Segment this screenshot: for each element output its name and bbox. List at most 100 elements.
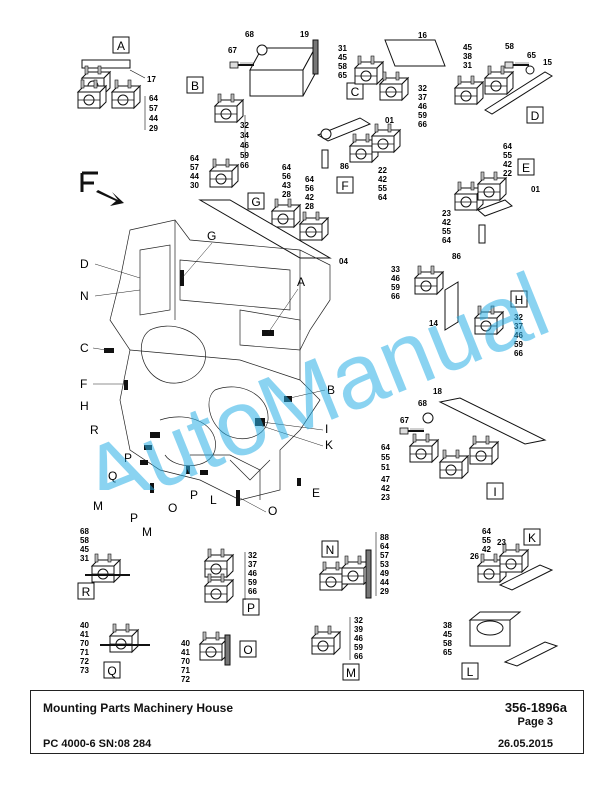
svg-text:18: 18 [433,387,442,396]
svg-text:57: 57 [380,551,389,560]
frame-labels: G A D N C F H R B I K P Q M P O P L O E … [80,229,335,539]
svg-text:37: 37 [248,560,257,569]
front-direction-arrow [80,171,124,206]
svg-text:56: 56 [282,172,291,181]
svg-text:34: 34 [240,131,249,140]
svg-text:57: 57 [190,163,199,172]
svg-text:D: D [80,257,89,271]
svg-text:B: B [191,79,199,93]
svg-text:71: 71 [80,648,89,657]
svg-text:L: L [210,493,217,507]
svg-text:32: 32 [248,551,257,560]
svg-text:88: 88 [380,533,389,542]
svg-text:55: 55 [378,184,387,193]
svg-text:M: M [346,666,356,680]
svg-text:49: 49 [380,569,389,578]
svg-text:R: R [82,585,91,599]
svg-text:D: D [531,109,540,123]
svg-text:I: I [325,422,328,436]
svg-text:38: 38 [443,621,452,630]
detail-o: O 40 41 70 71 72 [181,631,257,684]
svg-text:P: P [130,511,138,525]
detail-l: L 38 45 58 65 [443,611,559,680]
svg-text:40: 40 [80,621,89,630]
svg-text:44: 44 [190,172,199,181]
detail-i: I 18 68 67 64 55 51 47 42 23 [381,387,547,502]
svg-text:37: 37 [418,93,427,102]
svg-text:Q: Q [108,469,117,483]
svg-text:58: 58 [443,639,452,648]
svg-text:P: P [124,451,132,465]
svg-text:64: 64 [305,175,314,184]
svg-text:47: 47 [381,475,390,484]
svg-text:45: 45 [338,53,347,62]
svg-text:68: 68 [418,399,427,408]
svg-text:65: 65 [338,71,347,80]
svg-text:29: 29 [149,124,158,133]
detail-m: M 32 39 46 59 66 [311,616,363,681]
svg-text:I: I [493,485,496,499]
svg-text:38: 38 [463,52,472,61]
svg-text:65: 65 [443,648,452,657]
parts-drawing: A 17 64 57 44 29 B 68 67 19 32 34 46 59 … [77,30,559,684]
svg-text:45: 45 [463,43,472,52]
svg-text:45: 45 [443,630,452,639]
svg-text:53: 53 [380,560,389,569]
svg-text:64: 64 [190,154,199,163]
svg-text:55: 55 [381,453,390,462]
title-block: Mounting Parts Machinery House 356-1896a… [30,690,584,754]
svg-text:F: F [80,377,87,391]
svg-text:64: 64 [503,142,512,151]
detail-p: P 32 37 46 59 66 [204,548,260,616]
svg-text:16: 16 [418,31,427,40]
svg-text:59: 59 [391,283,400,292]
svg-text:66: 66 [354,652,363,661]
svg-text:86: 86 [340,162,349,171]
svg-text:28: 28 [305,202,314,211]
svg-text:31: 31 [80,554,89,563]
svg-text:71: 71 [181,666,190,675]
svg-text:37: 37 [514,322,523,331]
svg-text:26: 26 [470,552,479,561]
detail-q: Q 40 41 70 71 72 73 [80,621,150,679]
svg-text:45: 45 [80,545,89,554]
svg-text:Q: Q [107,664,116,678]
box-label-a: A [117,39,125,53]
detail-d: D 45 38 31 58 65 15 [454,42,553,124]
svg-text:44: 44 [380,578,389,587]
svg-text:46: 46 [240,141,249,150]
frame-markers [104,270,301,506]
svg-text:64: 64 [149,94,158,103]
svg-text:30: 30 [190,181,199,190]
svg-text:73: 73 [80,666,89,675]
detail-g: G 64 57 44 30 64 56 43 28 64 56 42 28 04 [190,154,348,266]
svg-text:55: 55 [442,227,451,236]
svg-text:40: 40 [181,639,190,648]
svg-text:K: K [325,438,333,452]
detail-n: N 88 64 57 53 49 44 29 [319,532,389,599]
svg-text:01: 01 [531,185,540,194]
svg-text:15: 15 [543,58,552,67]
svg-text:31: 31 [338,44,347,53]
detail-h: H 33 46 59 66 14 32 37 46 59 66 [391,265,528,358]
document-date: 26.05.2015 [497,738,553,750]
svg-text:42: 42 [442,218,451,227]
svg-text:66: 66 [514,349,523,358]
svg-text:P: P [247,601,255,615]
svg-text:A: A [297,275,305,289]
svg-text:42: 42 [381,484,390,493]
svg-text:G: G [251,195,260,209]
svg-text:58: 58 [80,536,89,545]
svg-text:68: 68 [80,527,89,536]
svg-text:23: 23 [442,209,451,218]
svg-text:66: 66 [240,161,249,170]
svg-text:64: 64 [482,527,491,536]
svg-text:E: E [312,486,320,500]
svg-text:O: O [168,501,177,515]
document-number: 356-1896a [504,700,567,715]
svg-text:01: 01 [385,116,394,125]
svg-text:55: 55 [503,151,512,160]
svg-text:32: 32 [240,121,249,130]
detail-b: B 68 67 19 32 34 46 59 66 [186,30,319,170]
svg-text:32: 32 [418,84,427,93]
